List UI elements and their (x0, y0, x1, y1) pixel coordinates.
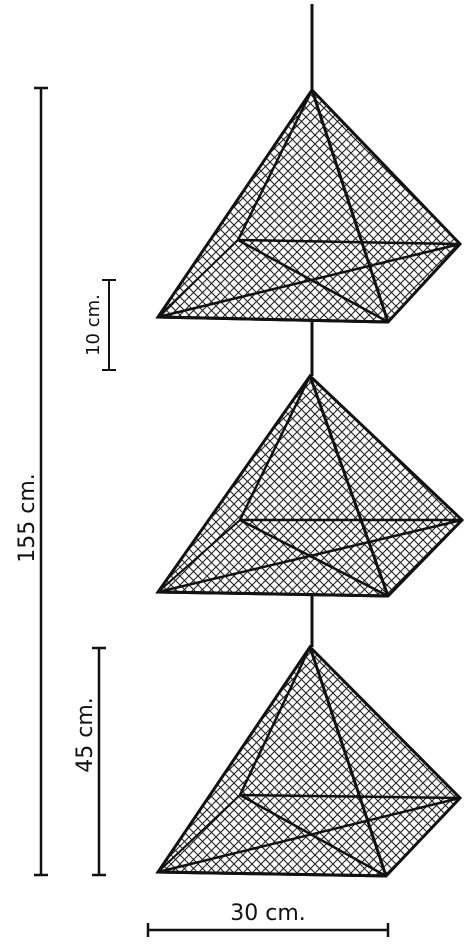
pyramid-module-2 (155, 373, 465, 598)
label-total-height: 155 cm. (15, 473, 40, 563)
dimension-module-spacing (102, 279, 116, 371)
label-module-spacing: 10 cm. (83, 294, 104, 356)
dimension-module-height (92, 646, 106, 877)
pyramid-module-1 (155, 87, 463, 324)
pyramid-module-3 (155, 644, 463, 878)
label-base-width: 30 cm. (230, 901, 306, 926)
dimension-base-width (146, 923, 390, 937)
label-module-height: 45 cm. (73, 697, 98, 773)
dimension-total-height (34, 86, 48, 877)
